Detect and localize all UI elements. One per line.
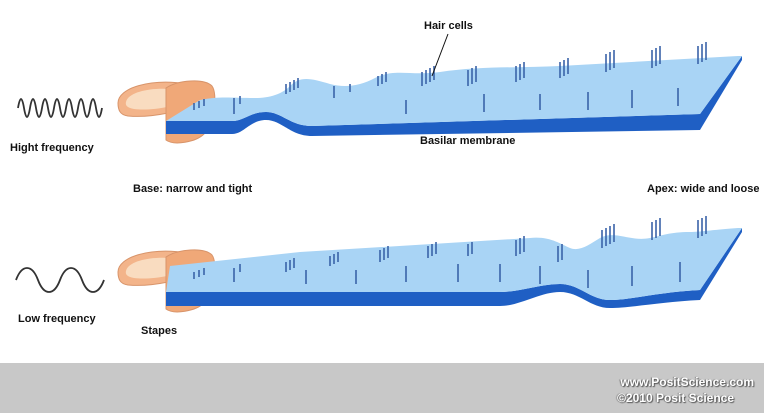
apex-label: Apex: wide and loose	[647, 183, 760, 195]
hair-cells-top	[193, 42, 707, 114]
hair-cells-label: Hair cells	[424, 20, 473, 32]
stapes-label: Stapes	[141, 325, 178, 337]
basilar-membrane-bottom	[166, 228, 742, 300]
basilar-membrane-top-edge	[166, 56, 742, 136]
base-label: Base: narrow and tight	[133, 183, 253, 195]
website-credit: www.PositScience.com	[620, 375, 754, 389]
basilar-membrane-top	[166, 56, 742, 126]
copyright-credit: ©2010 Posit Science	[617, 391, 734, 405]
low-frequency-label: Low frequency	[18, 313, 96, 325]
basilar-membrane-label: Basilar membrane	[420, 135, 516, 147]
hair-cells-bottom	[193, 216, 707, 288]
hair-cells-pointer	[431, 33, 449, 77]
high-frequency-label: Hight frequency	[10, 142, 94, 154]
footer-bar: www.PositScience.com ©2010 Posit Science	[0, 363, 764, 413]
high-frequency-wave-icon	[17, 98, 103, 118]
low-frequency-wave-icon	[15, 267, 105, 293]
